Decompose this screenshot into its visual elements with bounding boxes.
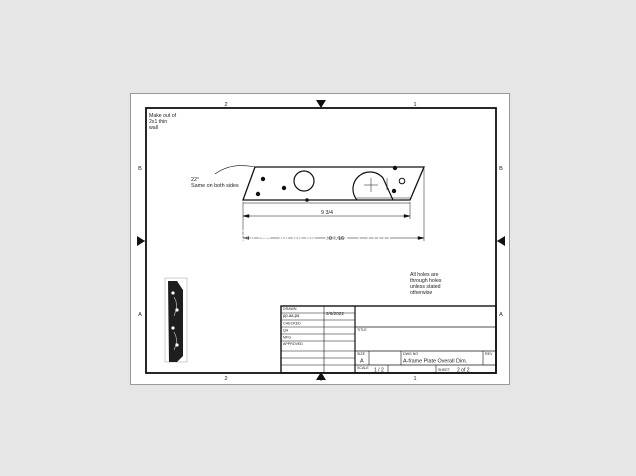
svg-text:2/6/2022: 2/6/2022 (326, 311, 344, 316)
svg-text:1 / 2: 1 / 2 (374, 368, 384, 374)
svg-text:CHECKED: CHECKED (283, 322, 301, 326)
svg-text:SCALE: SCALE (357, 366, 369, 370)
dimension-overall-length: 10 3/16 (326, 236, 344, 242)
zone-label-bottom-2: 2 (224, 376, 227, 382)
center-arrow-bottom (316, 372, 326, 380)
svg-text:TITLE: TITLE (357, 328, 367, 332)
title-block-labels: DRAWN pp.aa.pa 2/6/2022 CHECKED QA MFG A… (283, 307, 493, 374)
svg-text:DWG NO: DWG NO (403, 352, 418, 356)
zone-label-bottom-1: 1 (413, 376, 416, 382)
zone-label-top-2: 2 (224, 102, 227, 108)
cutout-arc (352, 171, 394, 201)
angle-leader (214, 165, 256, 175)
holes-note: All holes are through holes unless state… (410, 272, 443, 296)
svg-text:A-frame Plate Overall Dim.: A-frame Plate Overall Dim. (403, 359, 467, 365)
material-note: Make out of 2x1 thin wall (149, 113, 178, 131)
zone-label-top-1: 1 (413, 102, 416, 108)
watermark-text: 光伏测评 www.xxx.com (208, 228, 393, 246)
drawing-sheet: 2 1 2 1 B A B A Make out of 2x1 thin wal… (130, 93, 510, 385)
plate-front-view (242, 165, 425, 204)
angle-note: 22° Same on both sides (191, 177, 239, 189)
center-arrow-top (316, 100, 326, 108)
dimension-lines (242, 168, 425, 241)
svg-text:REV: REV (485, 352, 493, 356)
zone-label-right-a: A (499, 312, 503, 318)
svg-text:MFG: MFG (283, 336, 291, 340)
svg-text:DRAWN: DRAWN (283, 307, 297, 311)
plate-side-view (164, 277, 188, 363)
center-arrow-left (137, 236, 145, 246)
svg-text:pp.aa.pa: pp.aa.pa (283, 313, 300, 318)
svg-text:APPROVED: APPROVED (283, 342, 303, 346)
svg-text:2 of 2: 2 of 2 (457, 368, 470, 374)
center-hole (293, 170, 315, 192)
svg-text:A: A (360, 359, 364, 365)
zone-label-left-b: B (138, 166, 142, 172)
zone-label-left-a: A (138, 312, 142, 318)
drawing-canvas: 2 1 2 1 B A B A Make out of 2x1 thin wal… (137, 100, 505, 382)
center-arrow-right (497, 236, 505, 246)
zone-label-right-b: B (499, 166, 503, 172)
dimension-inner-length: 9 3/4 (321, 210, 333, 216)
title-block (280, 305, 497, 374)
svg-text:SIZE: SIZE (357, 352, 366, 356)
svg-text:QA: QA (283, 329, 289, 333)
svg-text:SHEET: SHEET (438, 368, 451, 372)
